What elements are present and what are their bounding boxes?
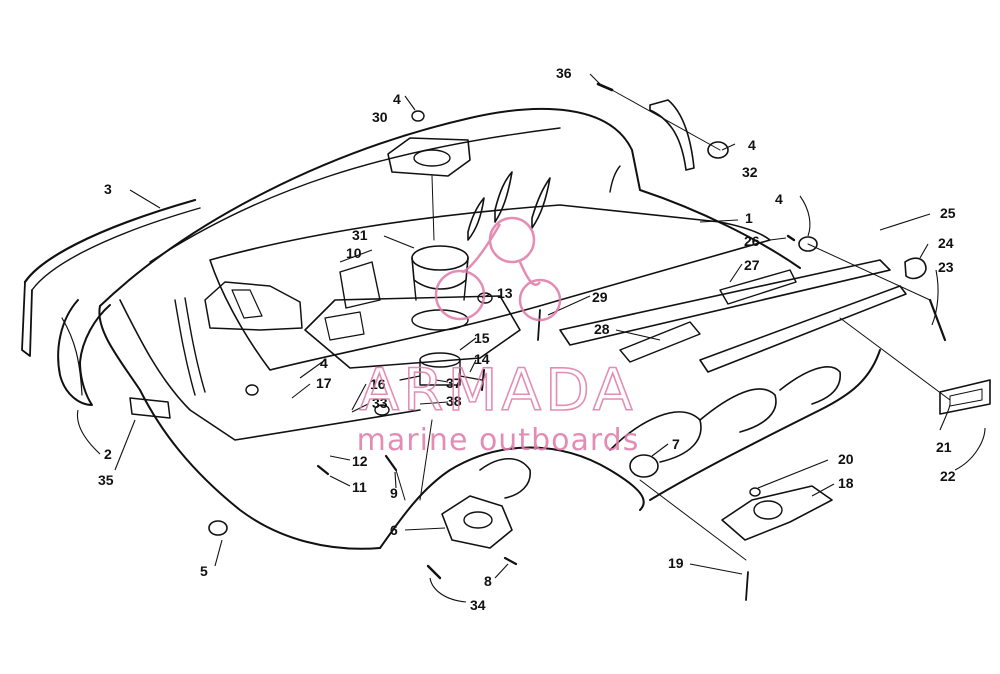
callout-28: 28	[594, 321, 610, 337]
callout-4: 4	[393, 91, 401, 107]
callout-17: 17	[316, 375, 332, 391]
callout-13: 13	[497, 285, 513, 301]
callout-2: 2	[104, 446, 112, 462]
callout-33: 33	[372, 395, 388, 411]
callout-1: 1	[745, 210, 753, 226]
callout-11: 11	[352, 479, 367, 495]
callout-19: 19	[668, 555, 684, 571]
callout-38: 38	[446, 393, 462, 409]
callout-3: 3	[104, 181, 112, 197]
callout-leaders	[76, 73, 986, 603]
callout-18: 18	[838, 475, 854, 491]
callout-25: 25	[940, 205, 956, 221]
callout-5: 5	[200, 563, 208, 579]
watermark-tagline: marine outboards	[357, 423, 640, 458]
callout-6: 6	[390, 522, 398, 538]
hood-artwork	[21, 82, 991, 601]
callout-4: 4	[775, 191, 783, 207]
callout-14: 14	[474, 351, 490, 367]
callout-12: 12	[352, 453, 368, 469]
watermark-logo-icon	[434, 216, 562, 322]
callout-20: 20	[838, 451, 854, 467]
callout-4: 4	[748, 137, 756, 153]
armada-watermark: ARMADA marine outboards	[357, 216, 640, 458]
watermark-brand: ARMADA	[359, 356, 636, 424]
callout-29: 29	[592, 289, 608, 305]
callout-9: 9	[390, 485, 398, 501]
callout-26: 26	[744, 233, 760, 249]
callout-4: 4	[320, 355, 328, 371]
callout-37: 37	[446, 375, 462, 391]
callout-34: 34	[470, 597, 486, 613]
callout-22: 22	[940, 468, 956, 484]
callout-16: 16	[370, 376, 386, 392]
callout-23: 23	[938, 259, 954, 275]
callout-32: 32	[742, 164, 758, 180]
callout-30: 30	[372, 109, 388, 125]
callout-15: 15	[474, 330, 490, 346]
callout-31: 31	[352, 227, 368, 243]
callout-36: 36	[556, 65, 572, 81]
callout-35: 35	[98, 472, 114, 488]
callout-10: 10	[346, 245, 362, 261]
callout-numbers: 36 4 30 4 32 3 1 4 25 31 26 24 10 27 23 …	[98, 65, 956, 613]
callout-21: 21	[936, 439, 952, 455]
callout-7: 7	[672, 436, 680, 452]
callout-27: 27	[744, 257, 760, 273]
callout-24: 24	[938, 235, 954, 251]
callout-8: 8	[484, 573, 492, 589]
